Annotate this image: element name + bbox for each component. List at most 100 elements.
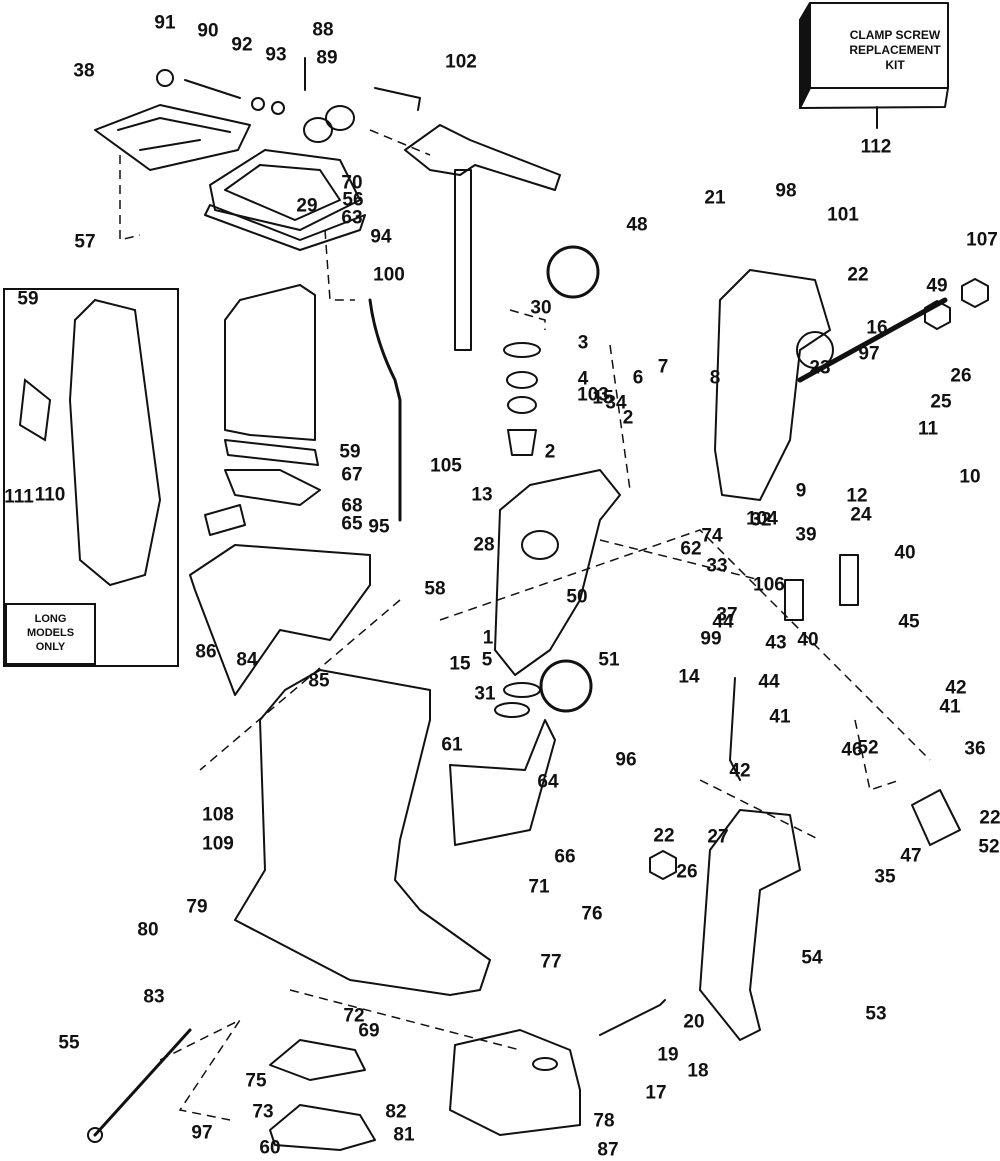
part-number-label: 79 [186, 896, 208, 918]
gasket-38 [94, 104, 251, 171]
part-number-label: 76 [581, 903, 603, 925]
part-number-label: 27 [707, 826, 729, 848]
gasket-63 [204, 204, 366, 251]
part-number-label: 49 [926, 275, 948, 297]
part-number-label: 82 [385, 1101, 407, 1123]
part-number-label: 31 [474, 683, 496, 705]
exhaust-housing-59 [224, 284, 316, 441]
part-number-label: 97 [191, 1122, 213, 1144]
part-number-label: 21 [704, 187, 726, 209]
part-number-label: 112 [860, 136, 892, 158]
part-number-label: 44 [758, 671, 780, 693]
part-number-label: 83 [143, 986, 165, 1008]
part-number-label: 8 [709, 367, 721, 389]
part-number-label: 88 [312, 19, 334, 41]
part-number-label: 28 [473, 534, 495, 556]
part-number-label: 41 [939, 696, 961, 718]
long-models-note-line: LONG [34, 613, 67, 625]
kit-box-icon [799, 2, 949, 129]
part-number-label: 40 [797, 629, 819, 651]
cover-64 [449, 719, 556, 846]
part-number-label: 54 [801, 947, 823, 969]
part-number-label: 105 [430, 455, 462, 477]
part-number-label: 71 [528, 876, 550, 898]
part-number-label: 98 [775, 180, 797, 202]
part-number-label: 30 [530, 297, 552, 319]
kit-box-line: CLAMP SCREW [849, 28, 941, 42]
part-number-label: 20 [683, 1011, 705, 1033]
part-number-label: 53 [865, 1003, 887, 1025]
part-number-label: 64 [537, 771, 559, 793]
part-number-label: 99 [700, 628, 722, 650]
part-number-label: 81 [393, 1124, 415, 1146]
part-number-label: 51 [598, 649, 620, 671]
long-models-note-box [5, 603, 96, 665]
part-number-label: 95 [368, 516, 390, 538]
part-number-label: 102 [445, 51, 477, 73]
part-number-label: 3 [577, 332, 589, 354]
mount-70a [303, 117, 333, 143]
part-number-label: 36 [964, 738, 986, 760]
part-number-label: 9 [795, 480, 807, 502]
part-number-label: 18 [687, 1060, 709, 1082]
part-number-label: 6 [632, 367, 644, 389]
part-number-label: 42 [729, 760, 751, 782]
part-number-label: 4 [577, 368, 589, 390]
part-number-label: 93 [265, 44, 287, 66]
part-number-label: 45 [898, 611, 920, 633]
part-number-label: 11 [917, 418, 939, 440]
part-number-label: 29 [296, 195, 318, 217]
sealant-symbol-lower [539, 659, 593, 713]
part-number-label: 2 [622, 407, 634, 429]
part-number-label: 44 [712, 611, 734, 633]
part-number-label: 16 [866, 317, 888, 339]
part-number-label: 74 [701, 525, 723, 547]
part-number-label: 58 [424, 578, 446, 600]
part-number-label: 90 [197, 20, 219, 42]
swivel-bracket-1 [494, 469, 621, 676]
part-number-label: 104 [746, 508, 778, 530]
part-number-label: 78 [593, 1110, 615, 1132]
part-number-label: 67 [341, 464, 363, 486]
part-number-label: 2 [544, 441, 556, 463]
kit-box-line: KIT [885, 58, 905, 72]
sealant-symbol-upper [546, 245, 600, 299]
part-number-label: 47 [900, 845, 922, 867]
driveshaft-housing-61 [234, 669, 491, 996]
part-number-label: 61 [441, 734, 463, 756]
lower-pan-65 [189, 544, 371, 696]
part-number-label: 86 [195, 641, 217, 663]
long-models-note-line: MODELS [26, 627, 75, 639]
part-number-label: 23 [809, 357, 831, 379]
adapter-plate-56 [209, 149, 361, 231]
part-number-label: 60 [259, 1137, 281, 1159]
part-number-label: 87 [597, 1139, 619, 1161]
part-number-label: 24 [850, 504, 872, 526]
part-number-label: 66 [554, 846, 576, 868]
part-number-label: 101 [827, 204, 859, 226]
part-number-label: 10 [959, 466, 981, 488]
part-number-label: 69 [358, 1020, 380, 1042]
part-number-label: 100 [373, 264, 405, 286]
part-number-label: 57 [74, 231, 96, 253]
part-number-label: 52 [857, 737, 879, 759]
part-number-label: 73 [252, 1101, 274, 1123]
part-number-label: 103 [577, 384, 609, 406]
part-number-label: 17 [645, 1082, 667, 1104]
part-number-label: 34 [605, 392, 627, 414]
long-models-note-line: ONLY [35, 641, 66, 653]
part-number-label: 33 [706, 555, 728, 577]
part-number-label: 92 [231, 34, 253, 56]
part-number-label: 70 [341, 172, 363, 194]
part-number-label: 35 [874, 866, 896, 888]
part-number-label: 110 [34, 484, 66, 506]
part-number-label: 22 [653, 825, 675, 847]
part-number-label: 19 [657, 1044, 679, 1066]
part-number-label: 22 [847, 264, 869, 286]
part-number-label: 32 [750, 509, 772, 531]
part-number-label: 91 [154, 12, 176, 34]
part-number-label: 77 [540, 951, 562, 973]
part-number-label: 7 [657, 356, 669, 378]
part-number-label: 48 [626, 214, 648, 236]
part-number-label: 41 [769, 706, 791, 728]
